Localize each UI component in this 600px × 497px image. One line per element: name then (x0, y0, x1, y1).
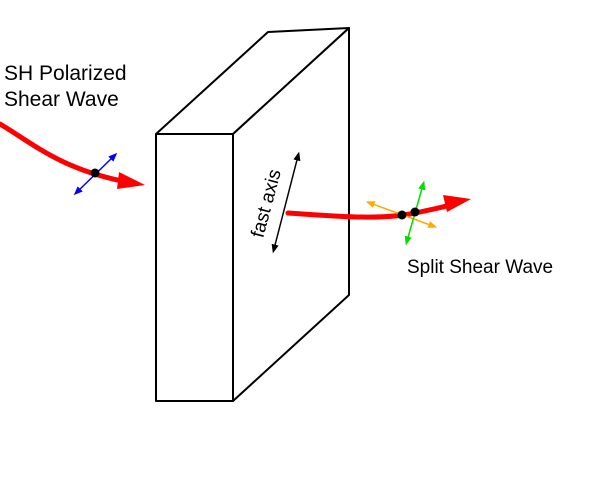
block-front-face (155, 133, 234, 402)
fast-wave-particle (410, 207, 420, 217)
slow-wave-particle (397, 210, 407, 220)
incoming-wave-arrowhead (117, 172, 145, 189)
fast-axis-arrow (271, 151, 301, 254)
incoming-wave-particle (90, 168, 100, 178)
outgoing-wave-arrowhead (443, 195, 471, 212)
incoming-wave (0, 121, 145, 196)
incoming-wave-ray (0, 121, 125, 184)
outgoing-wave (285, 180, 471, 246)
incoming-wave-label-line2: Shear Wave (4, 88, 119, 111)
outgoing-wave-label: Split Shear Wave (407, 257, 553, 278)
incoming-wave-label-line1: SH Polarized (4, 62, 127, 85)
